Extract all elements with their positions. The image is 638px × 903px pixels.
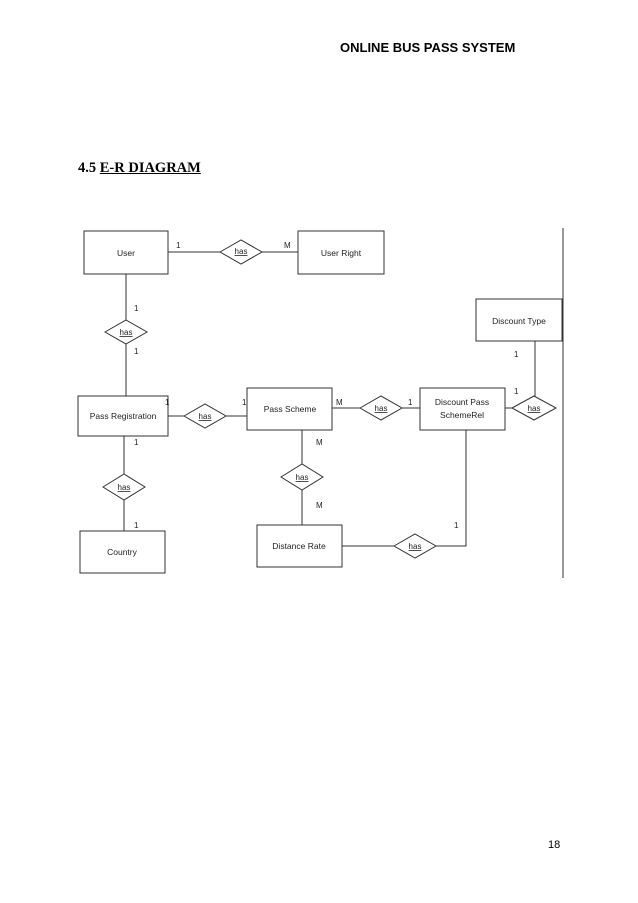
relationship-passregistration-passscheme[interactable]: has [182,403,228,429]
page-number: 18 [548,839,561,851]
entity-user-right[interactable]: User Right [297,230,385,275]
cardinality-one: 1 [514,387,519,396]
cardinality-many: M [316,501,323,510]
svg-text:has: has [296,473,309,482]
cardinality-labels: 1 M 1 1 1 1 1 1 M 1 1 M 1 M 1 [134,241,519,530]
svg-text:Distance Rate: Distance Rate [272,541,326,551]
svg-text:has: has [409,542,422,551]
svg-text:has: has [235,247,248,256]
svg-text:has: has [118,483,131,492]
connector-lines [123,251,536,547]
svg-text:SchemeRel: SchemeRel [440,410,484,420]
entity-country[interactable]: Country [79,530,166,574]
svg-text:Discount Pass: Discount Pass [435,397,489,407]
relationship-passregistration-country[interactable]: has [102,473,146,501]
cardinality-one: 1 [165,398,170,407]
relationship-discountpass-discounttype[interactable]: has [510,395,558,421]
section-number: 4.5 [78,160,97,176]
section-heading: 4.5 E-R DIAGRAM [78,160,201,177]
cardinality-one: 1 [176,241,181,250]
relationship-passscheme-discountpass[interactable]: has [358,395,404,421]
entity-user[interactable]: User [83,230,169,275]
section-title: E-R DIAGRAM [99,160,201,176]
cardinality-many: M [336,398,343,407]
cardinality-many: M [316,438,323,447]
cardinality-one: 1 [134,304,139,313]
entity-pass-registration[interactable]: Pass Registration [77,395,169,437]
cardinality-one: 1 [134,347,139,356]
relationship-user-passregistration[interactable]: has [103,319,149,345]
cardinality-many: M [284,241,291,250]
entity-pass-scheme[interactable]: Pass Scheme [246,387,333,431]
cardinality-one: 1 [242,398,247,407]
document-header: ONLINE BUS PASS SYSTEM [340,40,516,55]
cardinality-one: 1 [134,438,139,447]
svg-text:Pass Registration: Pass Registration [90,411,157,421]
svg-text:User: User [117,248,135,258]
relationship-distancerate-discountpass[interactable]: has [392,533,438,559]
svg-text:has: has [528,404,541,413]
cardinality-one: 1 [454,521,459,530]
relationship-user-userright[interactable]: has [218,239,264,265]
svg-text:Pass Scheme: Pass Scheme [264,404,317,414]
cardinality-one: 1 [408,398,413,407]
cardinality-one: 1 [514,350,519,359]
svg-text:User Right: User Right [321,248,362,258]
svg-text:has: has [375,404,388,413]
entity-discount-type[interactable]: Discount Type [475,298,563,342]
svg-text:has: has [199,412,212,421]
cardinality-one: 1 [134,521,139,530]
entity-distance-rate[interactable]: Distance Rate [256,524,343,568]
svg-text:Country: Country [107,547,138,557]
svg-text:Discount Type: Discount Type [492,316,546,326]
svg-text:has: has [120,328,133,337]
entity-discount-pass-schemerel[interactable]: Discount Pass SchemeRel [419,387,506,431]
relationship-passscheme-distancerate[interactable]: has [280,463,324,491]
